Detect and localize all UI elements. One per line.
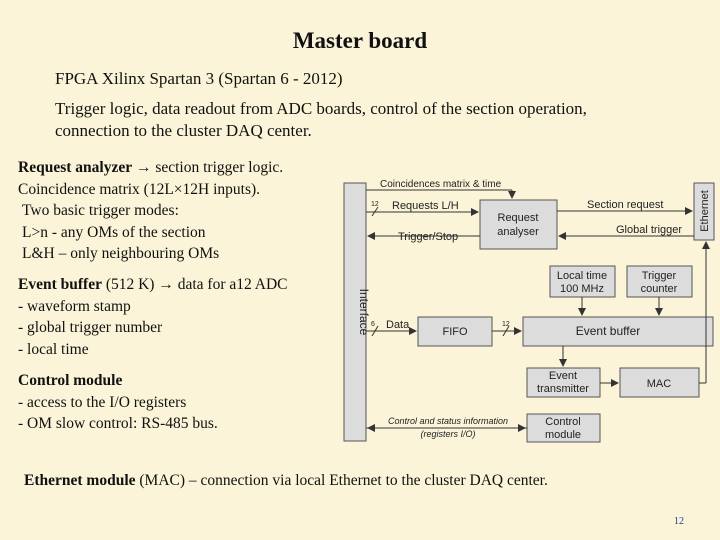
page-number: 12 <box>674 516 684 527</box>
ethernet-module-heading: Ethernet module <box>24 472 136 489</box>
event-buffer-item: - waveform stamp <box>18 297 131 315</box>
control-module-item: - access to the I/O registers <box>18 393 187 411</box>
trigger-counter-box <box>626 265 693 298</box>
intro-line-trigger: Trigger logic, data readout from ADC boa… <box>55 99 587 118</box>
interface-box <box>343 182 367 442</box>
interface-label: Interface <box>357 289 371 336</box>
bus-slash <box>371 206 379 217</box>
requests-label: Requests L/H <box>392 200 459 212</box>
bus-slash <box>502 325 510 337</box>
event-transmitter-label: transmitter <box>537 383 589 395</box>
trigger-modes-line: Two basic trigger modes: <box>22 202 179 219</box>
control-module-item: - OM slow control: RS-485 bus. <box>18 415 218 432</box>
event-buffer-item: - global trigger number <box>18 319 163 336</box>
slide-title: Master board <box>292 28 428 53</box>
control-module-label: module <box>545 429 581 441</box>
coincidences-label: Coincidences matrix & time <box>380 179 502 190</box>
event-buffer-item: - local time <box>18 340 89 358</box>
ethernet-module-rest: (MAC) – connection via local Ethernet to… <box>135 472 548 489</box>
control-module-label: Control <box>545 416 580 428</box>
fifo-label: FIFO <box>442 326 467 338</box>
right-arrow-icon: → <box>135 159 152 176</box>
request-analyzer-heading-rest: section trigger logic. <box>151 159 284 176</box>
request-analyser-box <box>479 199 558 250</box>
intro-line-fpga: FPGA Xilinx Spartan 3 (Spartan 6 - 2012) <box>55 69 343 88</box>
trigger-mode-lh-line: L&H – only neighbouring OMs <box>22 245 220 262</box>
trigger-counter-label: Trigger <box>642 270 677 282</box>
request-analyzer-section: Request analyzer → section trigger logic… <box>18 157 283 265</box>
trigger-stop-label: Trigger/Stop <box>398 231 458 243</box>
event-buffer-label: Event buffer <box>576 324 641 338</box>
bus-width-label: 12 <box>502 321 510 328</box>
local-time-label: 100 MHz <box>560 283 604 295</box>
control-module-box <box>526 413 601 443</box>
request-analyser-label: analyser <box>497 226 539 238</box>
section-request-label: Section request <box>587 199 663 211</box>
data-label: Data <box>386 319 410 331</box>
trigger-mode-ln-line: L>n - any OMs of the section <box>22 223 206 241</box>
event-buffer-heading-rest: data for a12 ADC <box>173 276 288 293</box>
event-transmitter-box <box>526 367 601 398</box>
request-analyzer-heading: Request analyzer <box>18 159 133 176</box>
request-analyzer-heading-line: Request analyzer → section trigger logic… <box>18 157 283 179</box>
control-status-label: (registers I/O) <box>420 429 475 439</box>
local-time-label: Local time <box>557 270 607 282</box>
local-time-box <box>549 265 616 298</box>
control-module-heading: Control module <box>18 372 123 389</box>
trigger-counter-label: counter <box>641 283 678 295</box>
global-trigger-label: Global trigger <box>616 224 682 236</box>
intro-line-connection: connection to the cluster DAQ center. <box>55 121 312 140</box>
mac-label: MAC <box>647 378 672 390</box>
bus-slash <box>371 325 379 337</box>
event-buffer-section: Event buffer (512 K) → data for a12 ADC … <box>18 274 288 360</box>
control-status-label: Control and status information <box>388 416 508 426</box>
bus-width-label: 12 <box>371 201 379 208</box>
bus-width-label: 6 <box>371 321 375 328</box>
event-buffer-heading: Event buffer <box>18 276 102 293</box>
event-buffer-heading-line: Event buffer (512 K) → data for a12 ADC <box>18 274 288 296</box>
request-analyser-label: Request <box>498 212 539 224</box>
ethernet-label: Ethernet <box>699 190 711 232</box>
event-buffer-box <box>522 316 714 347</box>
ethernet-module-note: Ethernet module (MAC) – connection via l… <box>24 472 548 490</box>
coincidence-matrix-line: Coincidence matrix (12L×12H inputs). <box>18 180 261 198</box>
ethernet-box <box>693 182 715 241</box>
right-arrow-icon: → <box>158 276 174 293</box>
control-module-section: Control module - access to the I/O regis… <box>18 370 218 435</box>
event-buffer-size: (512 K) <box>101 276 159 293</box>
event-transmitter-label: Event <box>549 370 577 382</box>
